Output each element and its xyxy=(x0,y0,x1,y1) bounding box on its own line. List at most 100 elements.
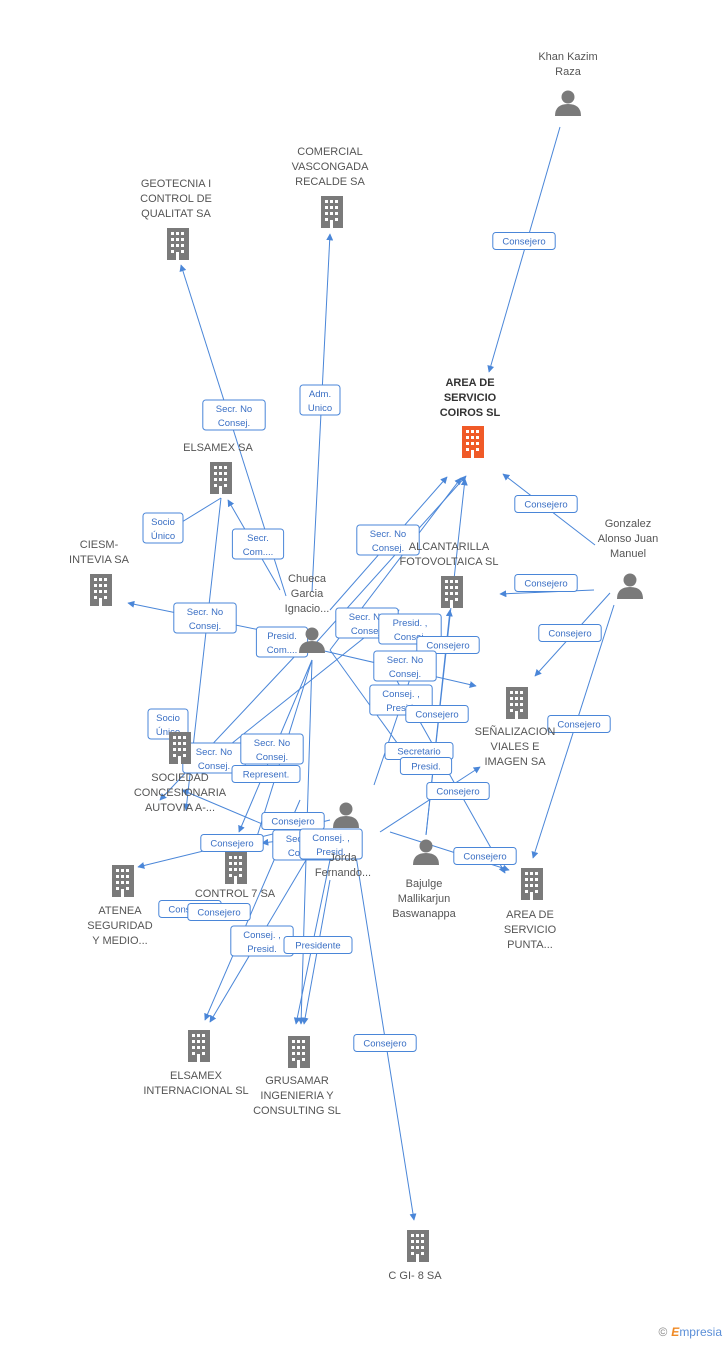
building-icon xyxy=(462,426,484,458)
edge-label[interactable]: Presid. xyxy=(399,757,453,775)
edge-label-text: Presidente xyxy=(295,941,340,952)
edge-label-text: Consejero xyxy=(557,720,600,731)
relationship-edge xyxy=(304,475,467,656)
edge-label-box xyxy=(147,708,189,740)
edge-label-text: Presid.Com.... xyxy=(267,631,298,656)
edge-label-box xyxy=(283,936,353,954)
brand-initial: E xyxy=(671,1325,680,1339)
node-cgi8[interactable]: C GI- 8 SA xyxy=(388,1230,442,1282)
edge-label[interactable]: Consejero xyxy=(514,574,578,592)
edge-label[interactable]: Consejero xyxy=(426,782,490,800)
edge-label-text: Consejero xyxy=(436,787,479,798)
edge-label[interactable]: Secretario xyxy=(384,742,454,760)
edge-label[interactable]: Consejero xyxy=(416,636,480,654)
edge-label-text: Consejero xyxy=(415,710,458,721)
edge-label-text: Consejero xyxy=(210,839,253,850)
edge-label-box xyxy=(514,495,578,513)
node-label: CONTROL 7 SA xyxy=(195,888,276,900)
edge-label[interactable]: Consejero xyxy=(538,624,602,642)
edge-label[interactable]: Consejero xyxy=(353,1034,417,1052)
edge-label[interactable]: Consejero xyxy=(453,847,517,865)
copyright-symbol: © xyxy=(658,1325,668,1339)
building-icon xyxy=(210,462,232,494)
brand-name: mpresia xyxy=(679,1325,722,1339)
edge-label[interactable]: Consejero xyxy=(492,232,556,250)
edge-label[interactable]: Secr.Com.... xyxy=(231,528,285,560)
edge-label-text: Consejero xyxy=(524,500,567,511)
edge-label-box xyxy=(353,1034,417,1052)
building-icon xyxy=(112,865,134,897)
empresia-brand[interactable]: ©Empresia xyxy=(658,1325,722,1339)
edge-label[interactable]: Represent. xyxy=(231,765,301,783)
edge-label-box xyxy=(453,847,517,865)
edge-label-box xyxy=(299,384,341,416)
edge-label[interactable]: Consejero xyxy=(261,812,325,830)
edge-label[interactable]: Consejero xyxy=(200,834,264,852)
node-ciesm[interactable]: CIESM-INTEVIA SA xyxy=(69,539,130,606)
building-icon xyxy=(288,1036,310,1068)
edge-label[interactable]: Presidente xyxy=(283,936,353,954)
edge-label[interactable]: Consejero xyxy=(547,715,611,733)
edge-label-text: Represent. xyxy=(243,770,289,781)
edge-label-text: Consejero xyxy=(463,852,506,863)
edge-label[interactable]: Consejero xyxy=(514,495,578,513)
edge-label[interactable]: Adm.Unico xyxy=(299,384,341,416)
person-icon xyxy=(333,802,359,828)
edge-label-text: Presid. xyxy=(411,762,441,773)
person-icon xyxy=(617,573,643,599)
edge-label-box xyxy=(538,624,602,642)
edge-label-box xyxy=(202,399,266,431)
building-icon xyxy=(321,196,343,228)
edge-label-text: Presid. ,Consej. xyxy=(393,618,428,643)
edge-label[interactable]: Consejero xyxy=(187,903,251,921)
node-label: CIESM-INTEVIA SA xyxy=(69,539,130,566)
edge-label[interactable]: Consej. ,Presid. xyxy=(299,828,363,860)
edge-label-text: Consejero xyxy=(524,579,567,590)
building-icon xyxy=(521,868,543,900)
edge-label-text: Consejero xyxy=(363,1039,406,1050)
building-icon xyxy=(441,576,463,608)
edge-label-box xyxy=(231,528,285,560)
edge-label[interactable]: Consejero xyxy=(405,705,469,723)
edge-label-box xyxy=(231,765,301,783)
person-icon xyxy=(555,90,581,116)
node-control7[interactable]: CONTROL 7 SA xyxy=(195,852,276,900)
node-elsamex[interactable]: ELSAMEX SA xyxy=(183,442,254,494)
edge-label-text: Secretario xyxy=(397,747,440,758)
